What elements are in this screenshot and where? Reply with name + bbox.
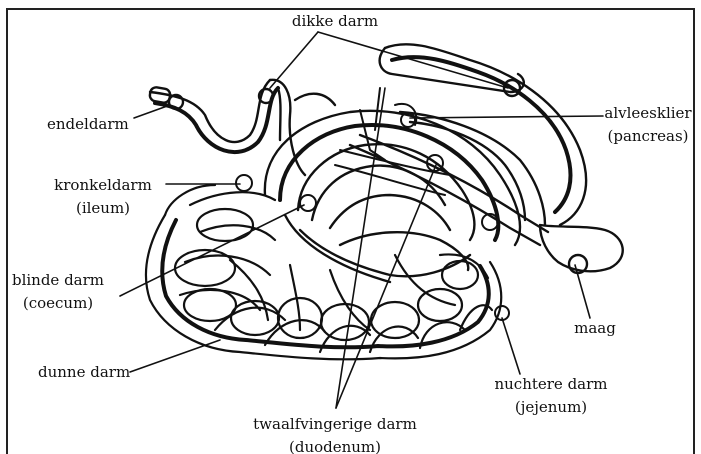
label-jejenum: (jejenum): [488, 397, 614, 417]
label-dunne-darm: dunne darm: [38, 362, 130, 382]
rectum-coil: [149, 80, 335, 175]
label-coecum: (coecum): [6, 293, 110, 313]
label-kronkeldarm: kronkeldarm: [47, 175, 159, 195]
label-twaalfvingerige-darm: twaalfvingerige darm: [235, 414, 435, 434]
label-maag: maag: [560, 318, 630, 338]
label-duodenum: (duodenum): [235, 437, 435, 454]
label-blinde-darm: blinde darm: [6, 270, 110, 290]
label-ileum: (ileum): [47, 198, 159, 218]
label-endeldarm: endeldarm: [47, 114, 129, 134]
label-dikke-darm: dikke darm: [280, 11, 390, 31]
label-pancreas: (pancreas): [596, 126, 700, 146]
small-intestine-loops: [146, 185, 501, 359]
label-nuchtere-darm: nuchtere darm: [488, 374, 614, 394]
label-alvleesklier: alvleesklier: [596, 103, 700, 123]
